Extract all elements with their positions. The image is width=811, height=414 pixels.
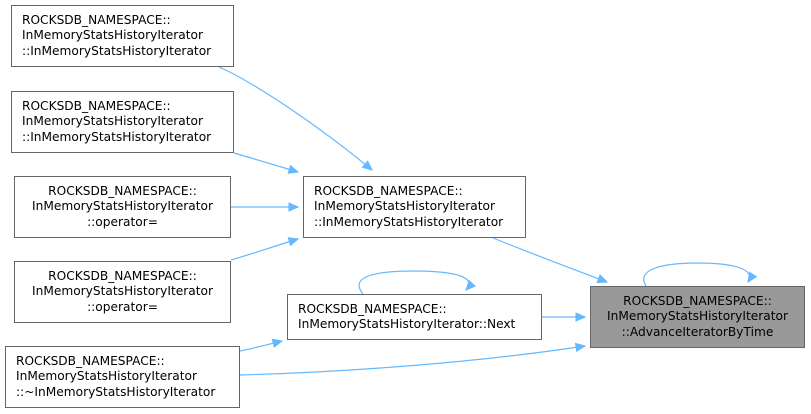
edge-ctor-main-to-advance bbox=[492, 237, 608, 283]
edge-dtor-to-advance bbox=[239, 345, 586, 376]
node-line: ::InMemoryStatsHistoryIterator bbox=[314, 214, 504, 229]
node-ctor-main[interactable]: ROCKSDB_NAMESPACE:: InMemoryStatsHistory… bbox=[303, 176, 526, 238]
node-line: ROCKSDB_NAMESPACE:: bbox=[298, 301, 447, 316]
edge-next-self-loop bbox=[358, 270, 470, 295]
edge-op2-to-ctor-main-arrowhead bbox=[287, 237, 300, 247]
node-line: InMemoryStatsHistoryIterator bbox=[16, 369, 197, 384]
node-operator-assign-2[interactable]: ROCKSDB_NAMESPACE:: InMemoryStatsHistory… bbox=[14, 261, 231, 323]
edge-next-to-advance-arrowhead bbox=[575, 312, 587, 322]
node-line: ROCKSDB_NAMESPACE:: bbox=[16, 353, 165, 368]
node-line: ROCKSDB_NAMESPACE:: bbox=[48, 183, 197, 198]
node-line: InMemoryStatsHistoryIterator bbox=[32, 199, 213, 214]
edge-ctor-main-to-advance-arrowhead bbox=[596, 274, 609, 284]
edge-ctor1-to-ctor-main bbox=[218, 66, 373, 171]
edge-dtor-to-advance-arrowhead bbox=[574, 342, 587, 353]
node-line: InMemoryStatsHistoryIterator bbox=[32, 284, 213, 299]
node-line: InMemoryStatsHistoryIterator bbox=[22, 28, 203, 43]
edge-next-self-loop-arrowhead bbox=[465, 279, 476, 291]
node-line: ::operator= bbox=[87, 299, 158, 314]
node-operator-assign-1[interactable]: ROCKSDB_NAMESPACE:: InMemoryStatsHistory… bbox=[14, 176, 231, 238]
node-line: ROCKSDB_NAMESPACE:: bbox=[314, 183, 463, 198]
node-ctor-2[interactable]: ROCKSDB_NAMESPACE:: InMemoryStatsHistory… bbox=[11, 91, 234, 153]
node-line: InMemoryStatsHistoryIterator bbox=[607, 309, 788, 324]
node-line: ::operator= bbox=[87, 214, 158, 229]
node-line: InMemoryStatsHistoryIterator::Next bbox=[298, 317, 516, 331]
node-line: ::InMemoryStatsHistoryIterator bbox=[22, 129, 212, 144]
node-line: ROCKSDB_NAMESPACE:: bbox=[48, 268, 197, 283]
node-line: ::AdvanceIteratorByTime bbox=[621, 324, 774, 339]
node-line: InMemoryStatsHistoryIterator bbox=[314, 199, 495, 214]
edge-advance-self-loop bbox=[643, 262, 751, 287]
edge-ctor2-to-ctor-main-arrowhead bbox=[287, 164, 300, 174]
node-next[interactable]: ROCKSDB_NAMESPACE:: InMemoryStatsHistory… bbox=[287, 294, 542, 340]
edge-ctor2-to-ctor-main bbox=[233, 152, 299, 173]
node-line: ROCKSDB_NAMESPACE:: bbox=[22, 98, 171, 113]
node-line: InMemoryStatsHistoryIterator bbox=[22, 114, 203, 129]
node-ctor-1[interactable]: ROCKSDB_NAMESPACE:: InMemoryStatsHistory… bbox=[11, 5, 234, 67]
node-line: ::InMemoryStatsHistoryIterator bbox=[22, 43, 212, 58]
edge-advance-self-loop-arrowhead bbox=[747, 271, 758, 284]
node-line: ::~InMemoryStatsHistoryIterator bbox=[16, 384, 216, 399]
node-line: ROCKSDB_NAMESPACE:: bbox=[623, 293, 772, 308]
edge-op2-to-ctor-main bbox=[230, 238, 299, 261]
edge-ctor1-to-ctor-main-arrowhead bbox=[361, 160, 373, 171]
node-destructor[interactable]: ROCKSDB_NAMESPACE:: InMemoryStatsHistory… bbox=[5, 346, 240, 408]
edge-op1-to-ctor-main-arrowhead bbox=[288, 202, 300, 212]
edge-dtor-to-next-arrowhead bbox=[271, 338, 284, 348]
node-advance-iterator-by-time[interactable]: ROCKSDB_NAMESPACE:: InMemoryStatsHistory… bbox=[590, 286, 805, 348]
node-line: ROCKSDB_NAMESPACE:: bbox=[22, 12, 171, 27]
